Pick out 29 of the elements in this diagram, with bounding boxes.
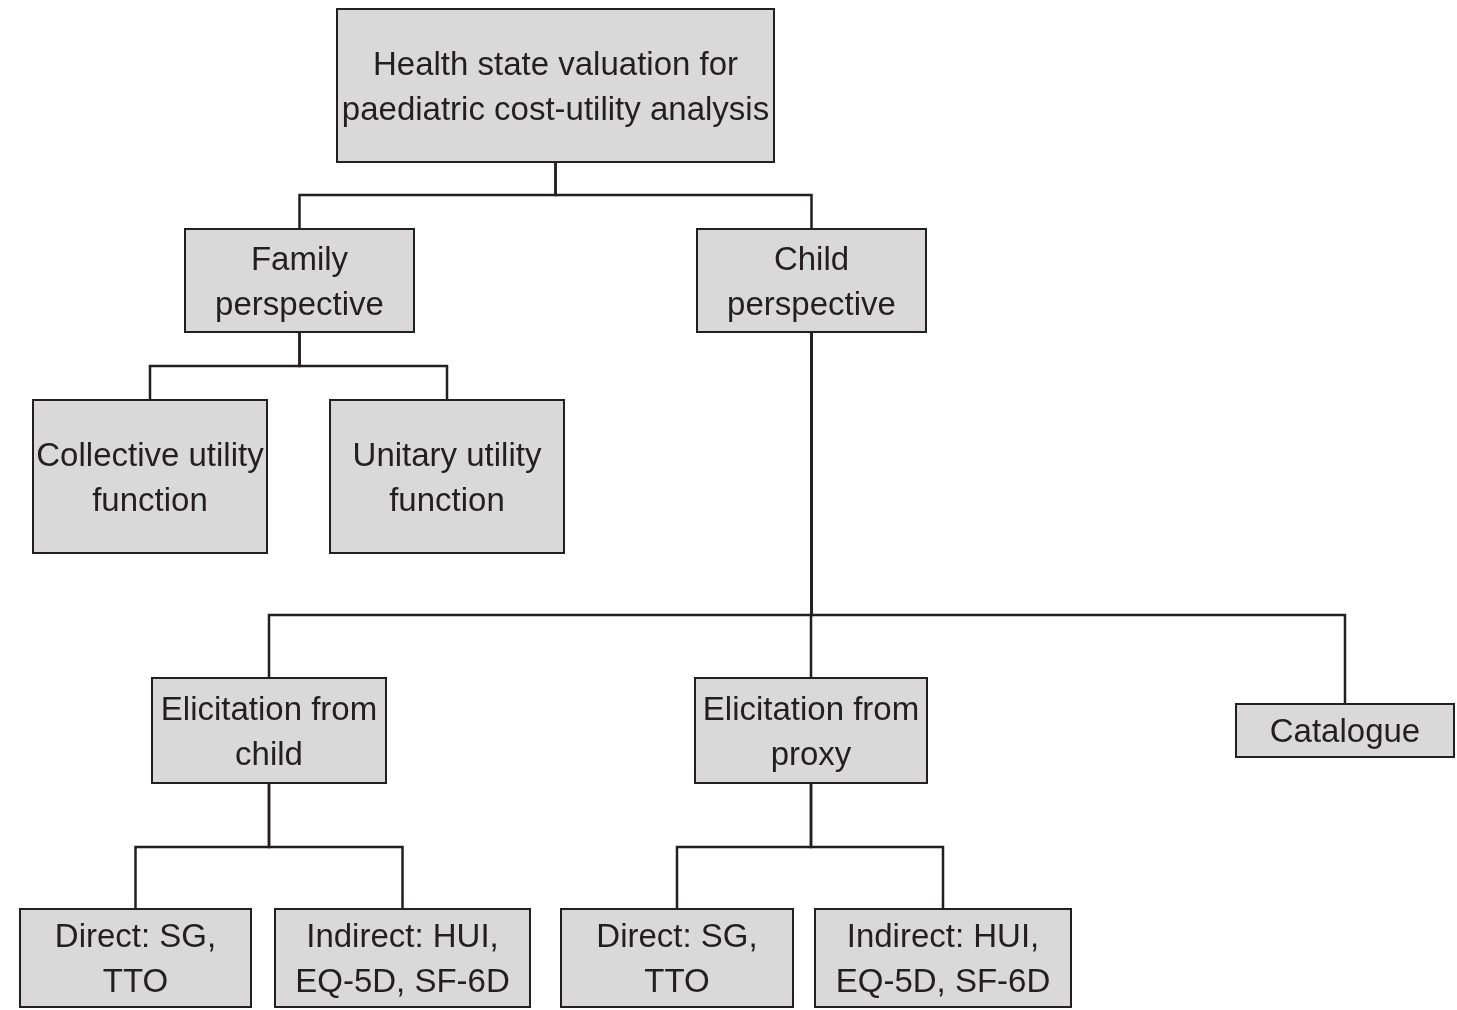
category-box — [274, 908, 531, 1008]
box-label: Indirect: HUI, EQ-5D, SF-6D — [294, 916, 511, 1001]
connector-line — [809, 784, 945, 908]
category-box — [696, 228, 927, 333]
box-label: Unitary utility function — [351, 434, 543, 520]
box-label: Elicitation from proxy — [701, 688, 921, 774]
box-label: Direct: SG, TTO — [53, 916, 218, 1001]
box-label: Elicitation from child — [159, 688, 379, 774]
category-box — [329, 399, 565, 554]
box-label: Indirect: HUI, EQ-5D, SF-6D — [834, 916, 1052, 1001]
box-label: Direct: SG, TTO — [595, 916, 759, 1001]
connector-line — [554, 163, 813, 228]
box-label: Health state valuation for paediatric cost-utility analysis — [340, 43, 771, 129]
box-label: Collective utility function — [35, 434, 265, 520]
category-box — [151, 677, 387, 784]
category-box — [184, 228, 415, 333]
category-box — [336, 8, 775, 163]
box-label: Child perspective — [726, 238, 897, 324]
box-label: Family perspective — [214, 238, 385, 324]
category-box — [32, 399, 268, 554]
box-label: Catalogue — [1269, 711, 1421, 751]
category-box — [560, 908, 794, 1008]
category-box — [19, 908, 252, 1008]
connector-line — [298, 333, 449, 399]
category-box — [814, 908, 1072, 1008]
connector-line — [810, 333, 1347, 703]
connector-line — [267, 784, 404, 908]
category-box — [694, 677, 928, 784]
category-box — [1235, 703, 1455, 758]
